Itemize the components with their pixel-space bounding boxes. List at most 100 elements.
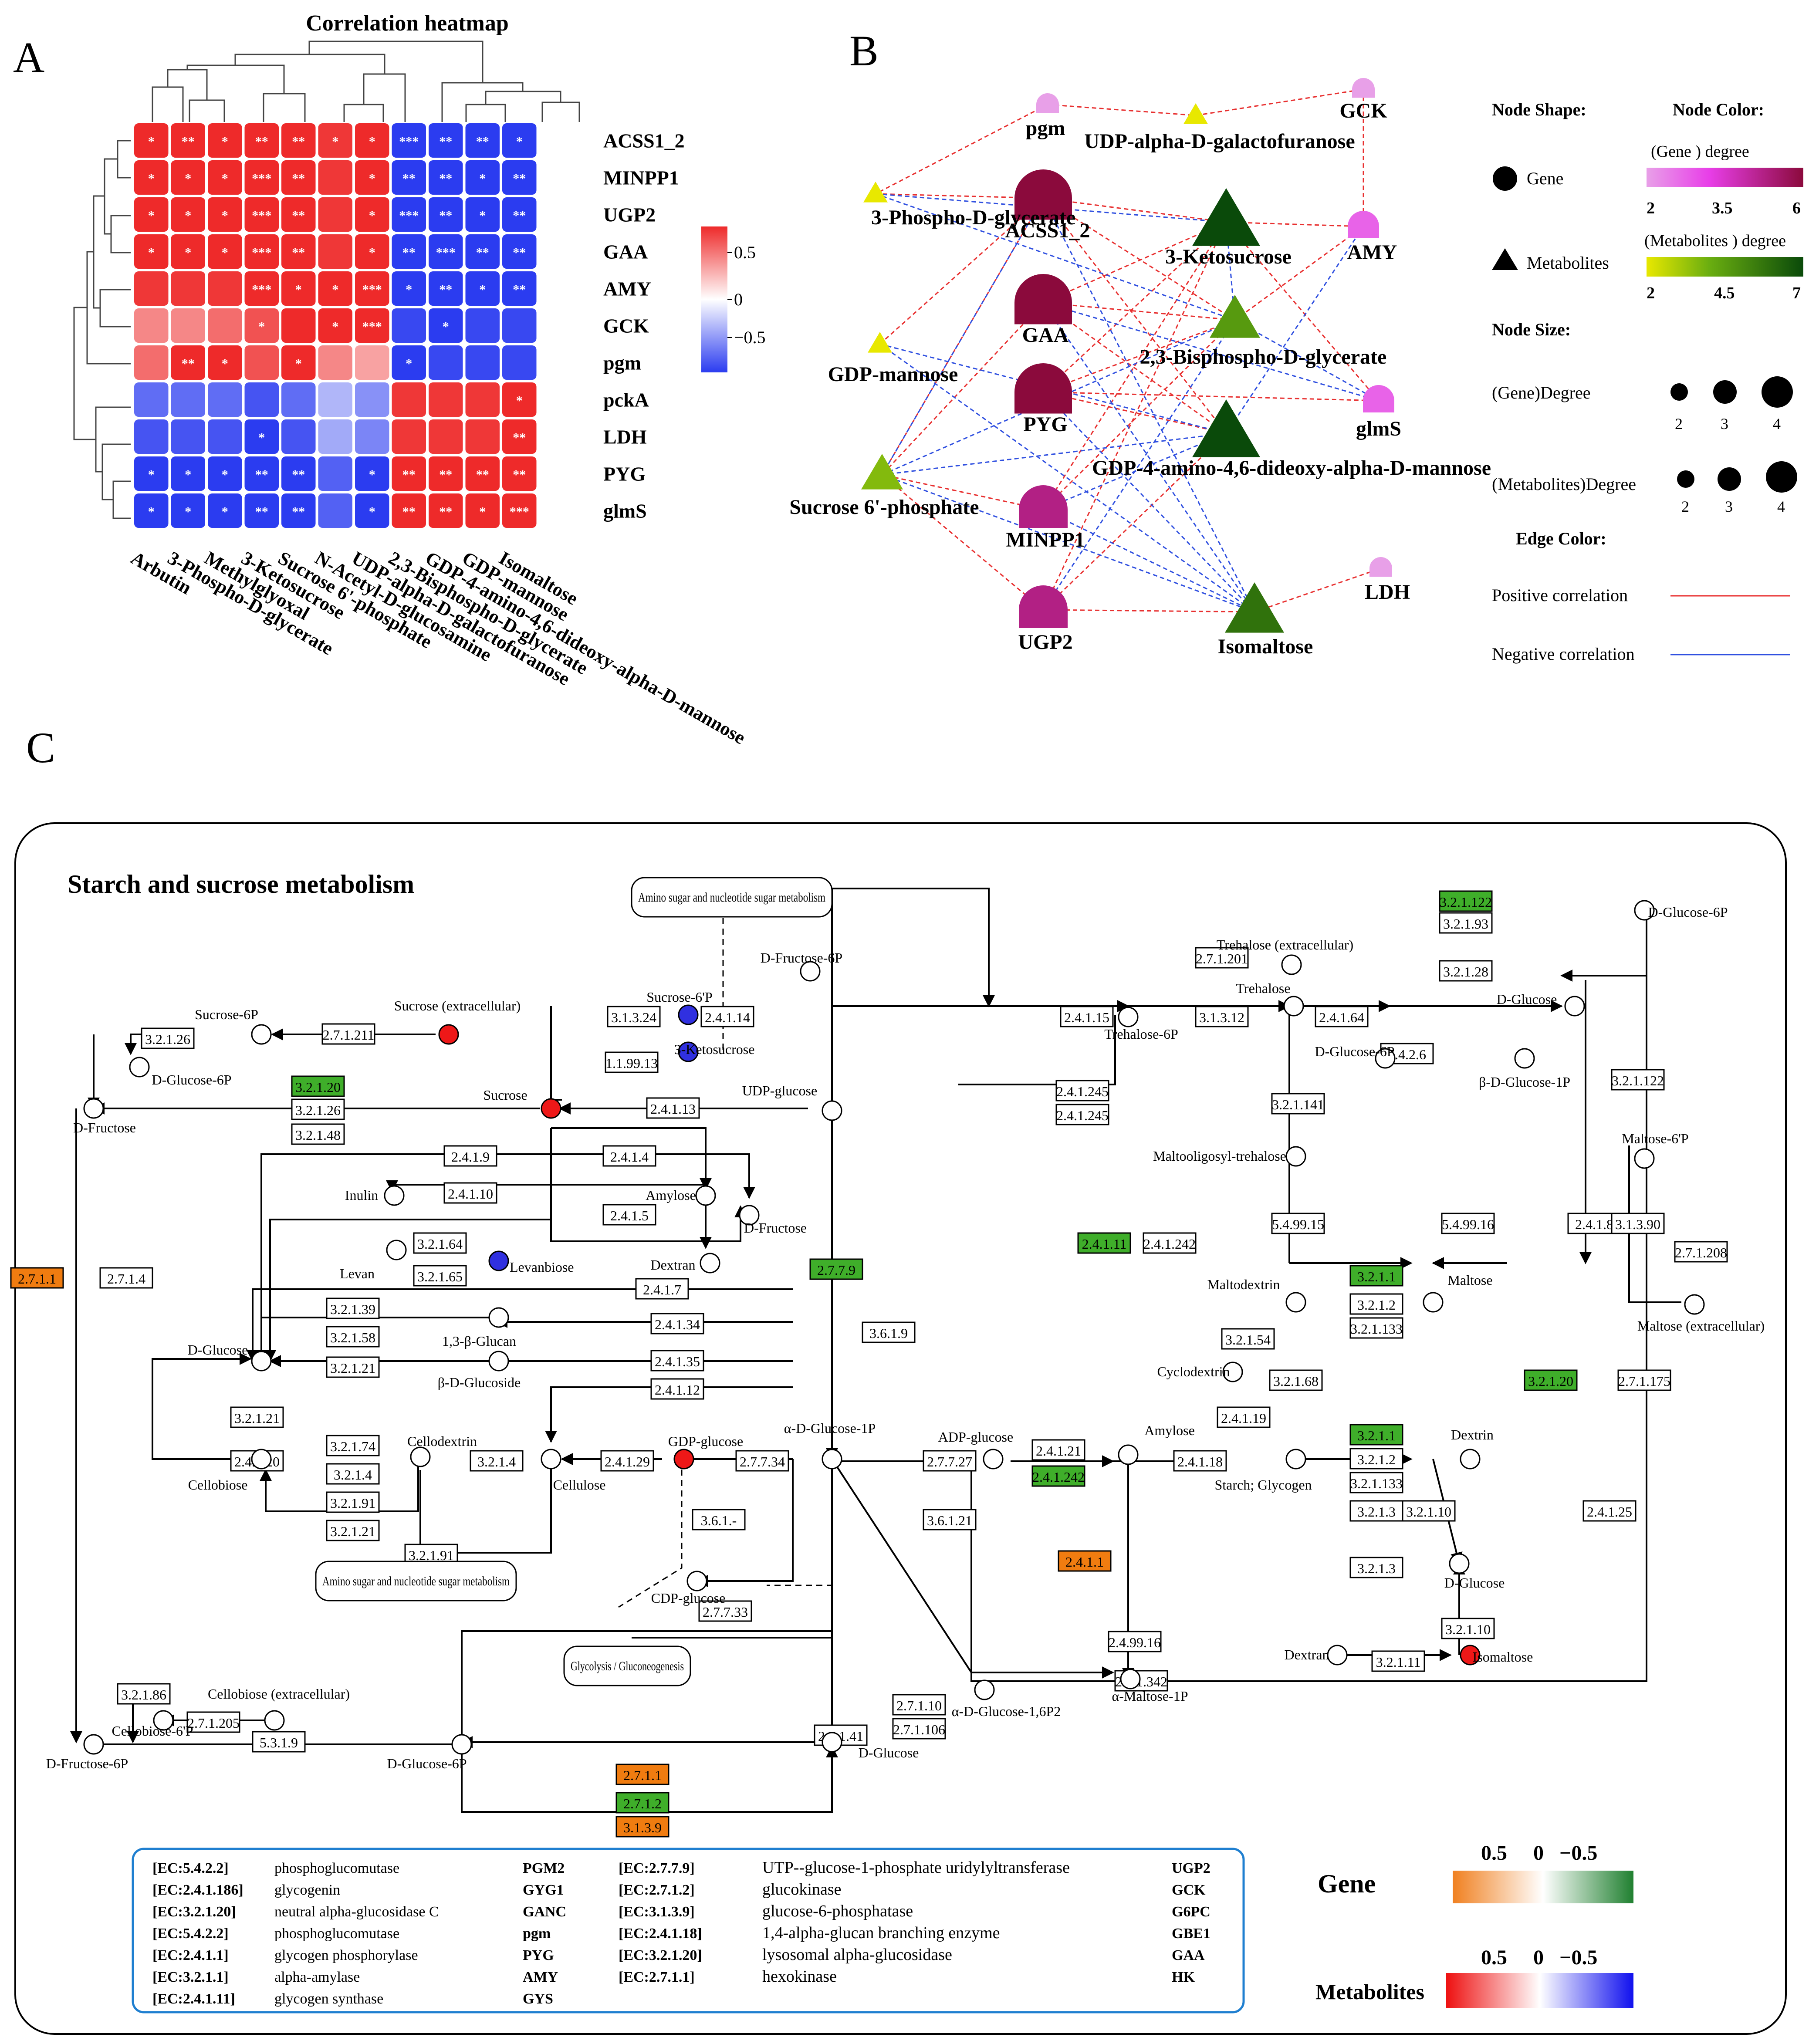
enzyme-box	[1349, 1293, 1403, 1315]
enzyme-box	[321, 1023, 375, 1045]
positive-edge	[1234, 226, 1364, 321]
negative-edge	[1043, 509, 1255, 613]
heatmap-cell	[355, 123, 389, 158]
heatmap-cell	[208, 419, 242, 454]
enzyme-box	[1077, 1232, 1131, 1254]
enzyme-box	[1582, 1500, 1637, 1522]
enzyme-label: 2.7.7.34	[740, 1454, 785, 1470]
heatmap-cell	[355, 493, 389, 528]
enzyme-label: 3.2.1.20	[295, 1079, 341, 1095]
significance-label: *	[332, 283, 338, 297]
enzyme-box	[326, 1356, 380, 1378]
compound-label: Inulin	[345, 1187, 378, 1203]
compound-node	[1514, 1048, 1535, 1069]
compound-node	[800, 961, 821, 982]
legend-ec: [EC:2.4.1.1]	[152, 1947, 229, 1963]
heatmap-cell	[429, 123, 463, 158]
compound-node	[1118, 1444, 1139, 1465]
significance-label: **	[182, 135, 195, 149]
compound-label: Trehalose-6P	[1104, 1026, 1178, 1042]
heatmap-cell	[429, 419, 463, 454]
gene-node	[1014, 169, 1072, 220]
compound-label: Cellobiose (extracellular)	[208, 1686, 350, 1702]
heatmap-cell	[502, 419, 537, 454]
compound-node	[438, 1024, 459, 1045]
positive-edge	[881, 302, 1044, 476]
enzyme-box	[1402, 1500, 1456, 1522]
heatmap-cell	[244, 123, 279, 158]
enzyme-box	[10, 1267, 64, 1289]
heatmap-cell	[134, 123, 169, 158]
compound-label: Sucrose-6P	[195, 1007, 258, 1022]
heatmap-cell	[502, 382, 537, 417]
significance-label: *	[185, 172, 191, 186]
heatmap-cell	[318, 382, 352, 417]
heatmap-cell	[171, 456, 205, 491]
enzyme-label: 2.4.1.13	[650, 1101, 696, 1117]
compound-label: Isomaltose	[1473, 1649, 1533, 1665]
heatmap-cell	[171, 345, 205, 380]
enzyme-box	[443, 1145, 497, 1167]
positive-edge	[1043, 302, 1227, 434]
enzyme-box	[326, 1326, 380, 1348]
enzyme-box	[923, 1450, 977, 1472]
heatmap-row-labels: ACSS1_2MINPP1UGP2GAAAMYGCKpgmpckALDHPYGg…	[603, 130, 685, 522]
heatmap-cell	[355, 234, 389, 269]
heatmap-cell	[318, 493, 352, 528]
enzyme-box	[1441, 1213, 1495, 1234]
enzyme-box	[650, 1350, 704, 1372]
enzyme-label: 3.2.1.93	[1443, 916, 1488, 932]
positive-edge	[1254, 568, 1381, 613]
heatmap-row-label: MINPP1	[603, 167, 679, 189]
enzyme-box	[1349, 1472, 1403, 1493]
enzyme-box	[326, 1435, 380, 1456]
heatmap-cell	[171, 308, 205, 343]
significance-label: *	[295, 357, 302, 371]
panel-label-c: C	[26, 723, 55, 772]
metabolite-node	[1192, 188, 1260, 246]
positive-edge	[1043, 391, 1227, 434]
compound-node	[739, 1205, 760, 1226]
heatmap-cell	[355, 345, 389, 380]
metabolite-node	[868, 332, 892, 353]
scale-met-tick-1: 0.5	[1481, 1946, 1507, 1969]
reaction-line	[247, 1288, 793, 1362]
compound-node	[1375, 1048, 1396, 1069]
enzyme-label: 2.4.1.10	[448, 1186, 493, 1202]
heatmap-row-label: pgm	[603, 352, 641, 374]
legend-enzyme-name: glucokinase	[762, 1880, 842, 1899]
significance-label: *	[222, 246, 228, 260]
positive-edge	[1042, 319, 1236, 510]
compound-node	[1684, 1294, 1705, 1315]
heatmap-cell	[502, 271, 537, 306]
compound-label: Maltodextrin	[1207, 1277, 1280, 1292]
map-link-label: Amino sugar and nucleotide sugar metabol…	[638, 890, 825, 905]
legend-gene-symbol: GANC	[523, 1904, 566, 1920]
enzyme-box	[1271, 1213, 1325, 1234]
compound-label: Amylose	[1144, 1422, 1195, 1438]
heatmap-cell	[244, 493, 279, 528]
compound-label: Maltooligosyl-trehalose	[1153, 1148, 1286, 1164]
compound-label: GDP-glucose	[668, 1433, 743, 1449]
compound-node	[695, 1185, 716, 1206]
enzyme-box	[607, 1006, 661, 1027]
compound-label: Levan	[340, 1266, 375, 1281]
compound-label: α-Maltose-1P	[1112, 1688, 1188, 1704]
significance-label: *	[185, 246, 191, 260]
significance-label: **	[292, 468, 305, 482]
significance-label: ***	[399, 135, 419, 149]
heatmap-cell	[355, 160, 389, 195]
enzyme-label: 2.4.1.19	[1221, 1410, 1266, 1426]
significance-label: **	[439, 283, 452, 297]
heatmap-cell	[134, 271, 169, 306]
heatmap-cell	[429, 271, 463, 306]
significance-label: *	[222, 172, 228, 186]
legend-met-tick-1: 2	[1647, 284, 1655, 302]
enzyme-box	[1058, 1550, 1112, 1572]
enzyme-label: 3.2.1.4	[334, 1467, 372, 1483]
compound-label: D-Glucose	[1444, 1575, 1505, 1591]
legend-enzyme-name: 1,4-alpha-glucan branching enzyme	[762, 1924, 1000, 1942]
compound-label: Sucrose (extracellular)	[394, 998, 521, 1014]
